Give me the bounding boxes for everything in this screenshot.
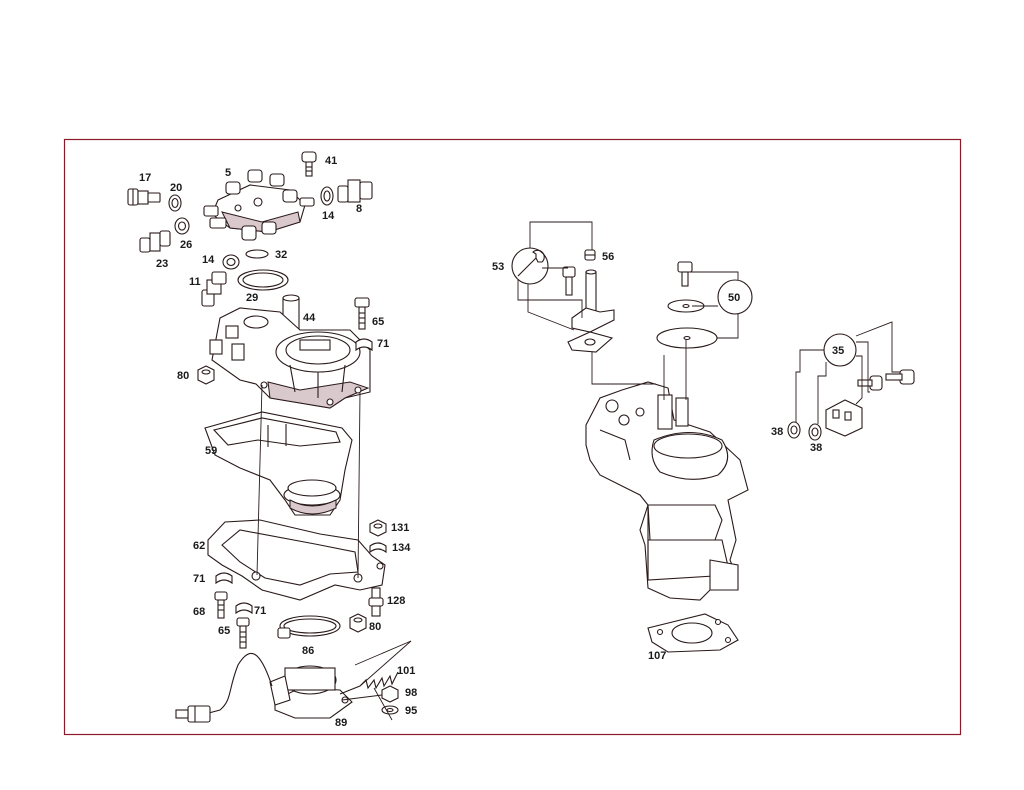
callout-20: 20 bbox=[170, 182, 182, 194]
callout-44: 44 bbox=[303, 312, 316, 324]
callout-23: 23 bbox=[156, 258, 168, 270]
intake-housing[interactable] bbox=[585, 381, 749, 601]
part-101-spring[interactable] bbox=[339, 671, 399, 695]
part-11-fitting[interactable] bbox=[201, 271, 227, 307]
callout-71-upper: 71 bbox=[377, 338, 389, 350]
callout-35: 35 bbox=[832, 345, 844, 357]
part-89-throttle-housing[interactable] bbox=[175, 653, 353, 723]
callout-26: 26 bbox=[180, 239, 192, 251]
part-50-large-plate[interactable] bbox=[656, 327, 718, 349]
callout-107: 107 bbox=[648, 650, 666, 662]
part-86-hose-clamp[interactable] bbox=[277, 615, 341, 639]
callout-38-b: 38 bbox=[810, 442, 822, 454]
part-71-clip-lower[interactable] bbox=[235, 602, 253, 615]
callout-86: 86 bbox=[302, 645, 314, 657]
callout-80-upper: 80 bbox=[177, 370, 189, 382]
alignment-line-right bbox=[357, 391, 361, 579]
part-14-washer-upper[interactable] bbox=[320, 186, 334, 206]
part-53-idle-valve-assembly[interactable] bbox=[562, 266, 615, 353]
callout-41: 41 bbox=[325, 155, 337, 167]
part-80-nut-upper[interactable] bbox=[197, 365, 215, 385]
part-65-screw-lower[interactable] bbox=[236, 617, 250, 649]
callout-8: 8 bbox=[356, 203, 362, 215]
part-8-fitting[interactable] bbox=[337, 179, 373, 203]
callout-65-upper: 65 bbox=[372, 316, 384, 328]
callout-labels: 17 20 5 41 14 8 23 26 32 14 11 29 44 65 … bbox=[139, 155, 844, 729]
part-14-washer-lower[interactable] bbox=[222, 254, 240, 270]
part-38-washer-b[interactable] bbox=[808, 423, 822, 441]
part-71-clip-upper[interactable] bbox=[355, 338, 373, 352]
part-80-nut-lower[interactable] bbox=[349, 613, 367, 633]
part-107-gasket[interactable] bbox=[647, 613, 739, 653]
part-134-clip[interactable] bbox=[369, 542, 387, 554]
callout-95: 95 bbox=[405, 705, 417, 717]
part-59-air-cone[interactable] bbox=[204, 411, 353, 516]
callout-11: 11 bbox=[189, 276, 201, 288]
part-41-screw[interactable] bbox=[301, 151, 317, 177]
callout-68: 68 bbox=[193, 606, 205, 618]
part-5-distributor-head[interactable] bbox=[203, 169, 315, 241]
part-50-group-marker[interactable] bbox=[717, 279, 753, 315]
part-35-screw-a[interactable] bbox=[857, 375, 883, 391]
callout-59: 59 bbox=[205, 445, 217, 457]
callout-5: 5 bbox=[225, 167, 231, 179]
callout-50: 50 bbox=[728, 292, 740, 304]
diagram-frame bbox=[63, 138, 962, 736]
part-23-fitting[interactable] bbox=[139, 230, 171, 253]
part-95-washer[interactable] bbox=[381, 705, 399, 715]
callout-71-lower: 71 bbox=[254, 605, 266, 617]
part-35-screw-b[interactable] bbox=[885, 369, 915, 385]
part-38-washer-a[interactable] bbox=[787, 421, 801, 439]
callout-14-upper: 14 bbox=[322, 210, 335, 222]
part-62-base-gasket[interactable] bbox=[207, 519, 386, 601]
part-98-nut[interactable] bbox=[381, 685, 399, 703]
part-65-screw-upper[interactable] bbox=[354, 297, 370, 330]
part-71-clip-middle[interactable] bbox=[215, 572, 233, 585]
part-53-wrench-tool[interactable] bbox=[511, 247, 549, 285]
callout-71-middle: 71 bbox=[193, 573, 205, 585]
callout-17: 17 bbox=[139, 172, 151, 184]
callout-14-lower: 14 bbox=[202, 254, 215, 266]
leader-lines-left bbox=[341, 640, 412, 721]
callout-56: 56 bbox=[602, 251, 614, 263]
callout-101: 101 bbox=[397, 665, 415, 677]
part-32-o-ring[interactable] bbox=[245, 249, 269, 259]
callout-65-lower: 65 bbox=[218, 625, 230, 637]
part-131-nut[interactable] bbox=[369, 519, 387, 537]
part-56-screw[interactable] bbox=[584, 249, 596, 261]
callout-131: 131 bbox=[391, 522, 409, 534]
callout-89: 89 bbox=[335, 717, 347, 729]
callout-38-a: 38 bbox=[771, 426, 783, 438]
part-35-connector[interactable] bbox=[825, 399, 863, 437]
callout-98: 98 bbox=[405, 687, 417, 699]
callout-134: 134 bbox=[392, 542, 411, 554]
callout-53: 53 bbox=[492, 261, 504, 273]
callout-80-lower: 80 bbox=[369, 621, 381, 633]
leader-lines-right bbox=[517, 221, 900, 424]
callout-32: 32 bbox=[275, 249, 287, 261]
callout-29: 29 bbox=[246, 292, 258, 304]
part-128-stud[interactable] bbox=[368, 587, 384, 617]
part-44-fuel-distributor-body[interactable] bbox=[209, 294, 371, 409]
part-26-washer[interactable] bbox=[174, 217, 190, 235]
part-17-fitting[interactable] bbox=[127, 188, 161, 206]
part-29-seal-ring[interactable] bbox=[237, 269, 289, 291]
callout-128: 128 bbox=[387, 595, 405, 607]
part-50-screw[interactable] bbox=[677, 261, 693, 287]
part-20-washer[interactable] bbox=[168, 194, 182, 212]
part-68-screw[interactable] bbox=[214, 591, 228, 619]
alignment-line-left bbox=[256, 384, 263, 576]
callout-62: 62 bbox=[193, 540, 205, 552]
